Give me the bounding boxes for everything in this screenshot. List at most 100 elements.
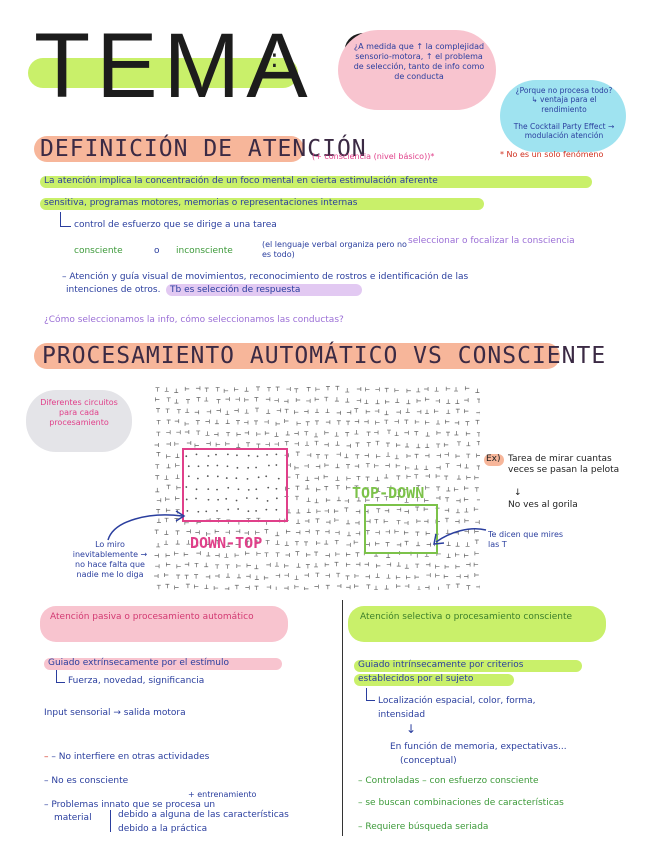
pattern-glyph [365, 530, 370, 535]
pattern-glyph [305, 476, 310, 481]
pattern-glyph [434, 387, 439, 392]
arrow-te-dicen [433, 528, 487, 545]
pattern-glyph [226, 542, 231, 547]
pattern-glyph [324, 396, 329, 402]
pattern-glyph [476, 453, 480, 458]
pattern-glyph [266, 585, 272, 590]
pattern-dot [235, 477, 238, 480]
pattern-glyph [176, 430, 181, 435]
pattern-glyph [476, 398, 480, 403]
pattern-glyph [354, 573, 359, 578]
pattern-glyph [444, 508, 450, 513]
sec1-bullet1c: Tb es selección de respuesta [170, 285, 301, 295]
pattern-glyph [476, 432, 480, 437]
pattern-glyph [164, 540, 169, 545]
right-local2: intensidad [378, 710, 426, 720]
pattern-glyph [256, 432, 261, 437]
pattern-glyph [474, 573, 479, 578]
pattern-glyph [165, 553, 170, 558]
pattern-dot [275, 508, 278, 511]
pattern-glyph [463, 497, 469, 502]
pattern-glyph [354, 584, 359, 589]
pattern-glyph [455, 508, 460, 514]
pattern-glyph [275, 586, 277, 590]
pattern-glyph [245, 551, 250, 556]
pattern-glyph [284, 573, 289, 578]
pattern-glyph [295, 551, 300, 556]
pattern-dot [216, 464, 219, 467]
pattern-glyph [274, 398, 279, 403]
sec2-heading-highlight [34, 343, 560, 369]
pattern-glyph [406, 399, 411, 405]
pattern-glyph [414, 431, 419, 436]
pattern-glyph [464, 398, 469, 403]
left-fuerza: Fuerza, novedad, significancia [68, 676, 205, 686]
pattern-glyph [254, 420, 259, 425]
seleccionar-note: seleccionar o focalizar la consciencia [408, 236, 575, 246]
pattern-glyph [196, 397, 201, 402]
pattern-glyph [284, 586, 289, 590]
pattern-glyph [456, 475, 461, 480]
pattern-glyph [374, 585, 379, 590]
left-brace [110, 810, 119, 832]
pattern-glyph [345, 432, 350, 437]
pattern-glyph [224, 553, 229, 558]
pattern-glyph [423, 507, 429, 512]
pattern-glyph [156, 509, 161, 514]
column-divider [342, 600, 343, 836]
pattern-glyph [335, 552, 340, 557]
pattern-glyph [176, 409, 181, 414]
pattern-dot [235, 499, 238, 502]
pattern-glyph [424, 519, 429, 524]
pattern-glyph [415, 553, 420, 558]
blue-bubble-cocktail: The Cocktail Party Effect → modulación a… [513, 122, 615, 141]
pattern-glyph [234, 553, 240, 558]
pattern-glyph [443, 574, 449, 579]
pattern-glyph [386, 553, 391, 558]
pattern-glyph [296, 508, 301, 514]
pattern-glyph [314, 584, 319, 589]
pattern-dot [185, 486, 188, 488]
pattern-glyph [185, 583, 190, 589]
pattern-glyph [244, 430, 250, 435]
pattern-glyph [306, 387, 311, 392]
pattern-dot [196, 477, 199, 480]
pattern-glyph [204, 584, 209, 590]
pattern-glyph [404, 584, 410, 589]
pattern-glyph [454, 387, 459, 392]
pattern-glyph [235, 420, 240, 425]
right-guiado1: Guiado intrínsecamente por criterios [358, 660, 524, 670]
pattern-glyph [336, 584, 342, 589]
pattern-glyph [166, 463, 171, 469]
pattern-glyph [304, 519, 310, 524]
pattern-glyph [275, 552, 280, 557]
pattern-glyph [365, 542, 370, 547]
pattern-glyph [473, 507, 479, 512]
pattern-glyph [265, 540, 270, 545]
pattern-glyph [346, 542, 351, 547]
pattern-glyph [414, 575, 419, 580]
pattern-glyph [244, 409, 249, 414]
pattern-dot [226, 465, 229, 468]
pattern-glyph [166, 484, 171, 490]
pattern-glyph [425, 585, 430, 590]
pattern-glyph [294, 465, 299, 470]
sec2-heading: PROCESAMIENTO AUTOMÁTICO VS CONSCIENTE [42, 343, 607, 369]
pattern-glyph [435, 398, 441, 403]
right-b2: – se buscan combinaciones de característ… [358, 798, 564, 808]
pattern-glyph [185, 408, 190, 413]
pattern-glyph [445, 386, 451, 391]
pattern-glyph [434, 409, 439, 414]
pattern-glyph [336, 420, 341, 425]
pattern-glyph [255, 530, 260, 535]
pattern-glyph [235, 397, 240, 402]
pattern-glyph [186, 529, 191, 534]
pattern-dot [225, 497, 228, 500]
pattern-glyph [344, 453, 349, 459]
pattern-glyph [176, 485, 181, 490]
pattern-glyph [455, 564, 460, 569]
pattern-glyph [175, 463, 180, 468]
pattern-glyph [376, 487, 381, 492]
pattern-glyph [376, 508, 381, 513]
pattern-glyph [406, 575, 411, 580]
